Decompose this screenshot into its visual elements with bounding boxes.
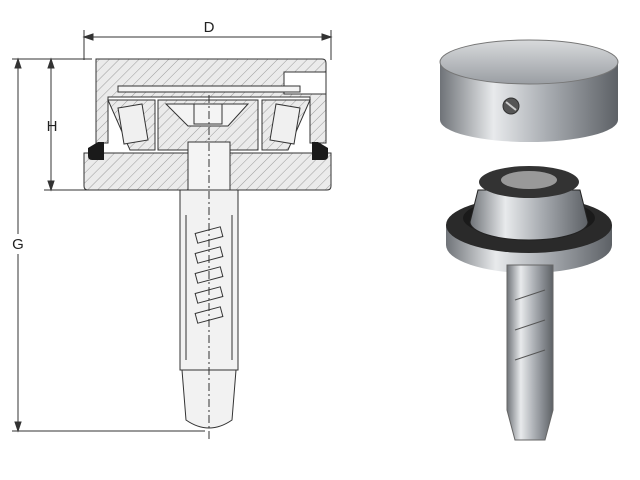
cap-section	[95, 58, 327, 144]
dimension-d	[82, 30, 333, 60]
dimension-g	[12, 57, 205, 433]
anchor-3d	[506, 264, 554, 441]
bearing-3d	[446, 166, 612, 273]
dimension-d-label: D	[204, 19, 215, 36]
dimension-h	[12, 57, 92, 192]
section-view: D H G	[10, 19, 333, 440]
exploded-3d-view	[439, 39, 619, 441]
seal-right	[312, 142, 328, 160]
seal-left	[88, 142, 104, 160]
cap-3d	[439, 39, 619, 142]
dimension-g-label: G	[12, 236, 24, 253]
dimension-h-label: H	[47, 118, 58, 135]
